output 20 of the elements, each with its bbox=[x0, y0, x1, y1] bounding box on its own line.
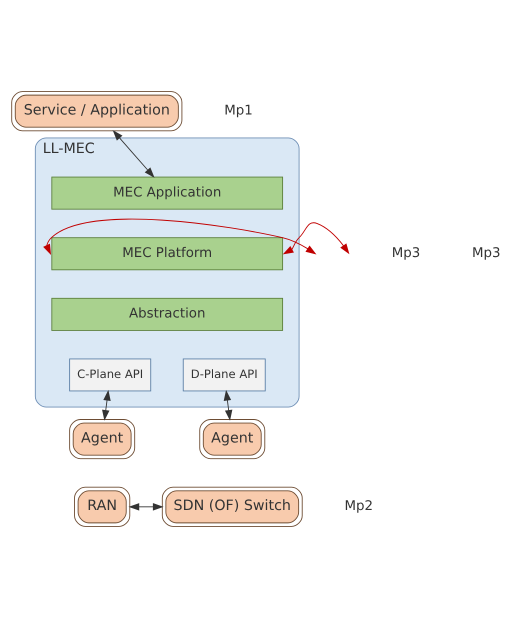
label: Mp3 bbox=[392, 246, 420, 261]
node-box: SDN (OF) Switch bbox=[162, 486, 303, 527]
node-box: Abstraction bbox=[51, 298, 284, 331]
node-box: RAN bbox=[74, 486, 130, 527]
label: Mp1 bbox=[224, 103, 253, 118]
node-box: Agent bbox=[69, 419, 136, 460]
arrow bbox=[282, 222, 350, 254]
arrow bbox=[128, 503, 164, 511]
node-box: Agent bbox=[199, 419, 266, 460]
node-box: C-Plane API bbox=[69, 358, 152, 392]
node-box: MEC Platform bbox=[51, 237, 284, 270]
arrow bbox=[102, 390, 111, 421]
label: Mp3 bbox=[472, 246, 500, 261]
arrow bbox=[224, 390, 232, 421]
arrow bbox=[112, 130, 155, 178]
label: Mp2 bbox=[344, 498, 374, 514]
node-box: D-Plane API bbox=[182, 358, 266, 392]
node-box: MEC Application bbox=[51, 176, 284, 210]
arrow bbox=[43, 218, 316, 255]
node-box: Service / Application bbox=[11, 91, 182, 132]
